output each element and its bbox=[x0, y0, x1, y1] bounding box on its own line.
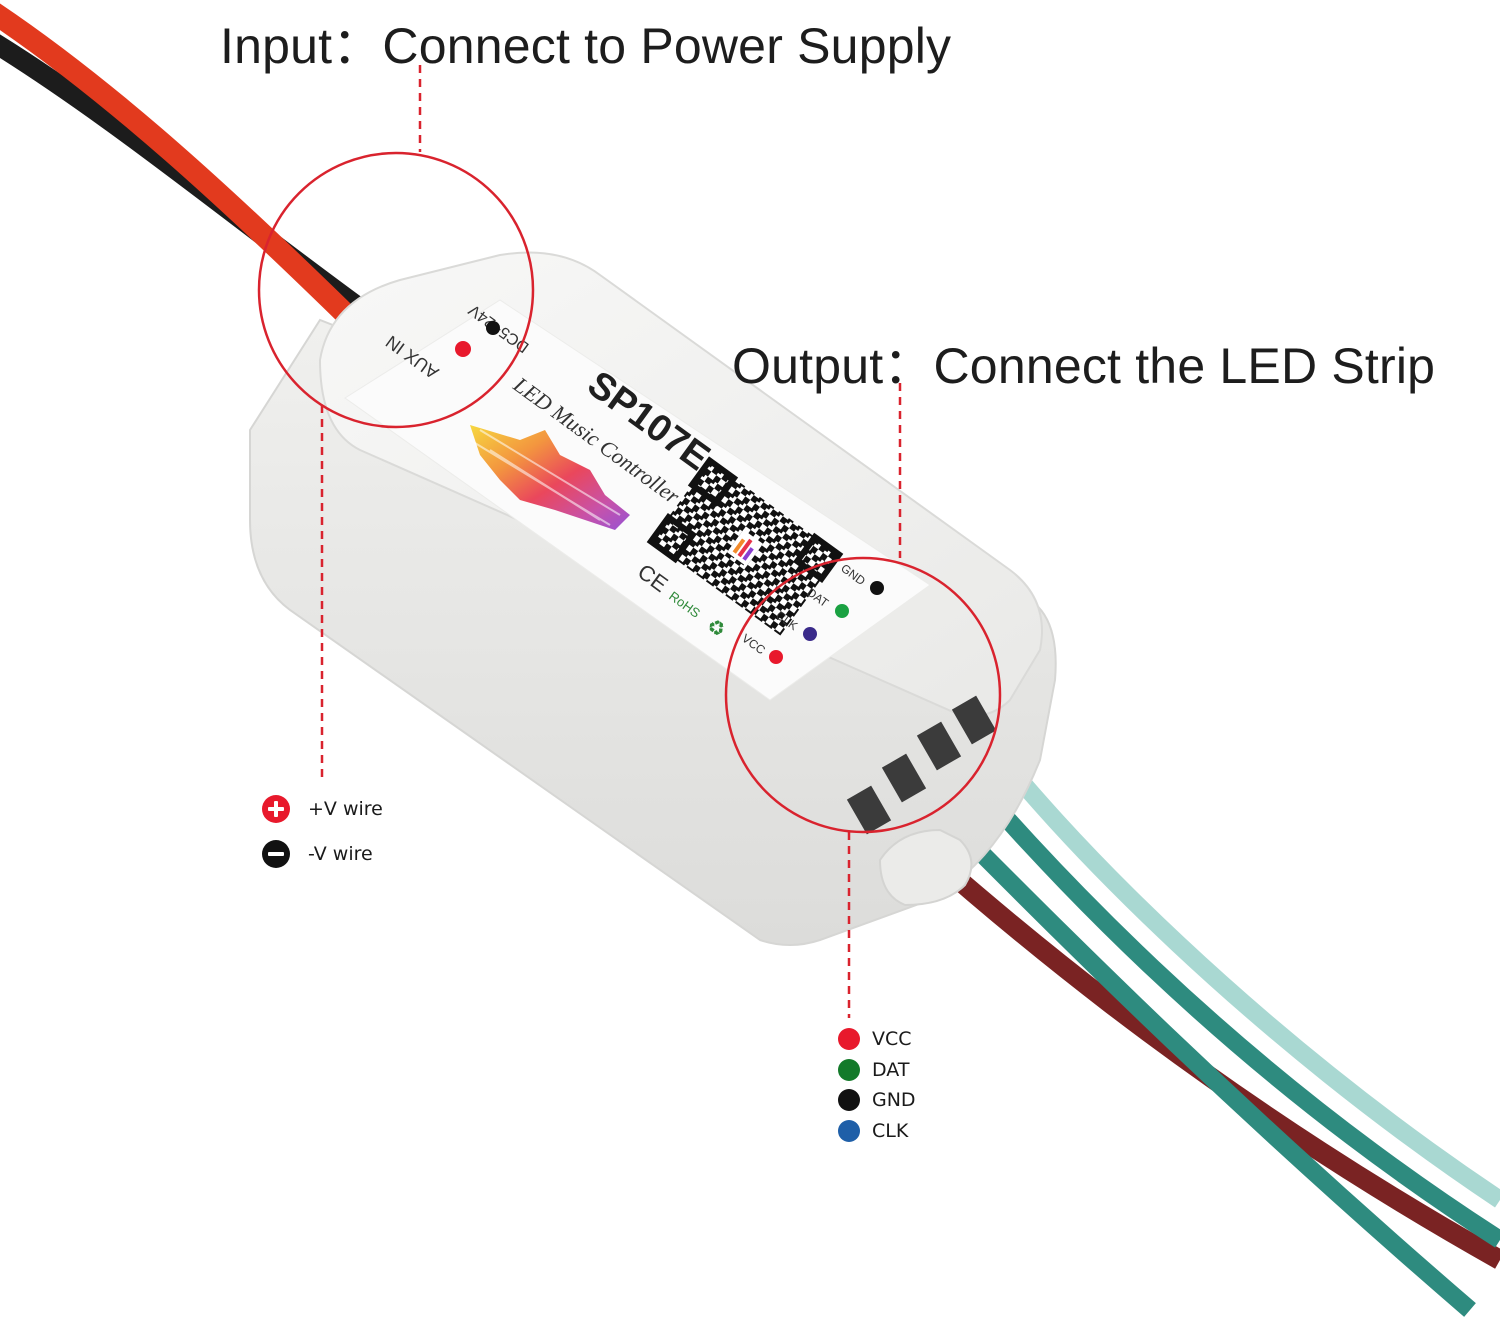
pin-label: GND bbox=[872, 1089, 916, 1111]
port-dot-dat bbox=[835, 604, 849, 618]
plus-terminal-marker bbox=[455, 341, 471, 357]
dot-icon bbox=[838, 1089, 860, 1111]
pin-legend-dat: DAT bbox=[838, 1059, 909, 1081]
legend-label: -V wire bbox=[308, 843, 373, 865]
port-dot-gnd bbox=[870, 581, 884, 595]
pin-legend-vcc: VCC bbox=[838, 1028, 912, 1050]
output-caption: Output：Connect the LED Strip bbox=[732, 338, 1436, 394]
pin-label: VCC bbox=[872, 1028, 912, 1050]
port-dot-vcc bbox=[769, 650, 783, 664]
input-callout bbox=[257, 65, 535, 780]
port-dot-clk bbox=[803, 627, 817, 641]
minus-icon bbox=[262, 840, 290, 868]
input-wires bbox=[0, 3, 400, 351]
spectrum-graphic bbox=[469, 425, 630, 530]
output-callout bbox=[724, 383, 1002, 1018]
dot-icon bbox=[838, 1120, 860, 1142]
input-caption: Input：Connect to Power Supply bbox=[220, 18, 952, 74]
plus-icon bbox=[262, 795, 290, 823]
dot-icon bbox=[838, 1059, 860, 1081]
minus-terminal-marker bbox=[486, 321, 500, 335]
pin-label: DAT bbox=[872, 1059, 910, 1081]
legend-plus-wire: +V wire bbox=[262, 795, 383, 823]
pin-legend-gnd: GND bbox=[838, 1089, 916, 1111]
legend-minus-wire: -V wire bbox=[262, 840, 373, 868]
pin-label: CLK bbox=[872, 1120, 909, 1142]
pin-legend-clk: CLK bbox=[838, 1120, 908, 1142]
controller-case: SP107E LED Music Controller AUX IN DC5~2… bbox=[249, 251, 1057, 946]
dot-icon bbox=[838, 1028, 860, 1050]
legend-label: +V wire bbox=[308, 798, 383, 820]
